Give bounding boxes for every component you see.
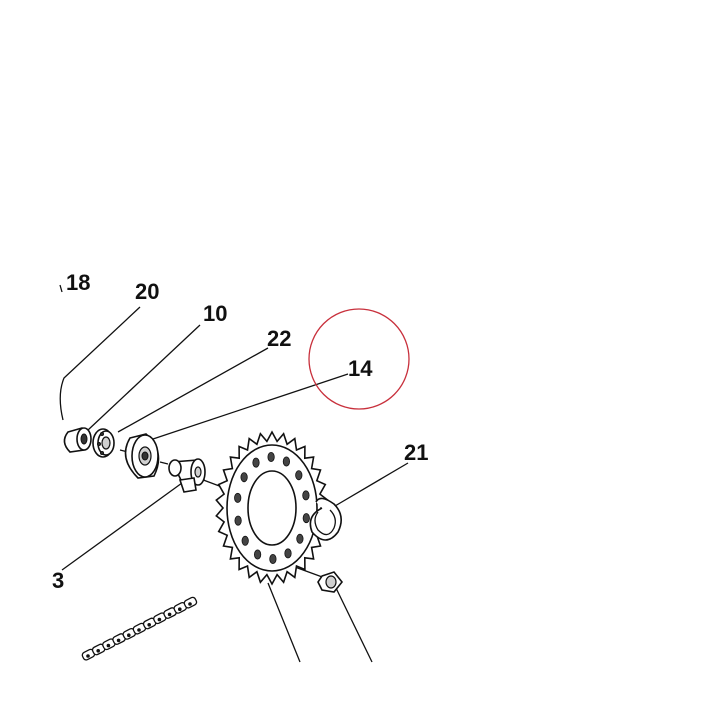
leader-14 bbox=[149, 373, 349, 441]
callout-18: 18 bbox=[66, 270, 90, 295]
bearing-part bbox=[92, 428, 115, 458]
callout-22: 22 bbox=[267, 326, 291, 351]
chain-pin bbox=[86, 654, 90, 658]
chain-pin bbox=[96, 649, 100, 653]
sprocket-hole bbox=[252, 457, 260, 468]
sprocket-hole bbox=[296, 533, 304, 544]
nut-part bbox=[317, 571, 344, 593]
sprocket-hole bbox=[254, 549, 262, 560]
chain-pin bbox=[106, 643, 111, 648]
chain-pin bbox=[127, 633, 131, 637]
sprocket-hole bbox=[234, 515, 242, 526]
circlip-part bbox=[309, 497, 342, 541]
sprocket-hole bbox=[240, 472, 248, 483]
sprocket-hole bbox=[302, 490, 310, 501]
sprocket-part bbox=[215, 430, 329, 586]
sprocket-hole bbox=[267, 451, 275, 462]
leader-18 bbox=[59, 284, 63, 293]
sprocket-hole bbox=[282, 456, 290, 467]
leader-3 bbox=[61, 482, 183, 571]
highlight-circle bbox=[308, 308, 410, 410]
sprocket-hole bbox=[269, 554, 277, 565]
leader-21 bbox=[334, 462, 409, 507]
sprocket-holes bbox=[234, 451, 310, 565]
chain-pin bbox=[167, 612, 172, 617]
callout-20: 20 bbox=[135, 279, 159, 304]
sprocket-hole bbox=[284, 548, 292, 559]
callout-labels: 18 20 10 22 14 21 3 bbox=[52, 270, 428, 593]
sprocket-hole bbox=[295, 470, 303, 481]
chain-pin bbox=[157, 617, 162, 622]
leader-bottom-2 bbox=[335, 587, 373, 663]
chain-pin bbox=[147, 623, 151, 627]
flanged-bush-part bbox=[168, 458, 206, 493]
sprocket-hole bbox=[241, 535, 249, 546]
callout-21: 21 bbox=[404, 440, 428, 465]
leader-22 bbox=[117, 347, 269, 433]
leader-lines bbox=[59, 284, 409, 663]
chain-pin bbox=[116, 638, 121, 643]
callout-10: 10 bbox=[203, 301, 227, 326]
sprocket-hole bbox=[234, 492, 242, 503]
callout-3: 3 bbox=[52, 568, 64, 593]
chain-pin bbox=[137, 628, 141, 632]
leader-bottom-1 bbox=[267, 582, 301, 663]
axle-centerline bbox=[119, 449, 301, 513]
callout-14: 14 bbox=[348, 356, 373, 381]
chain-pin bbox=[188, 602, 192, 606]
sprocket-hole bbox=[302, 513, 310, 524]
chain-pin bbox=[178, 607, 182, 611]
spacer-part bbox=[63, 427, 92, 453]
hub-part bbox=[124, 433, 160, 479]
leader-20 bbox=[59, 306, 141, 421]
leader-10 bbox=[87, 324, 201, 431]
drive-chain bbox=[81, 596, 198, 661]
